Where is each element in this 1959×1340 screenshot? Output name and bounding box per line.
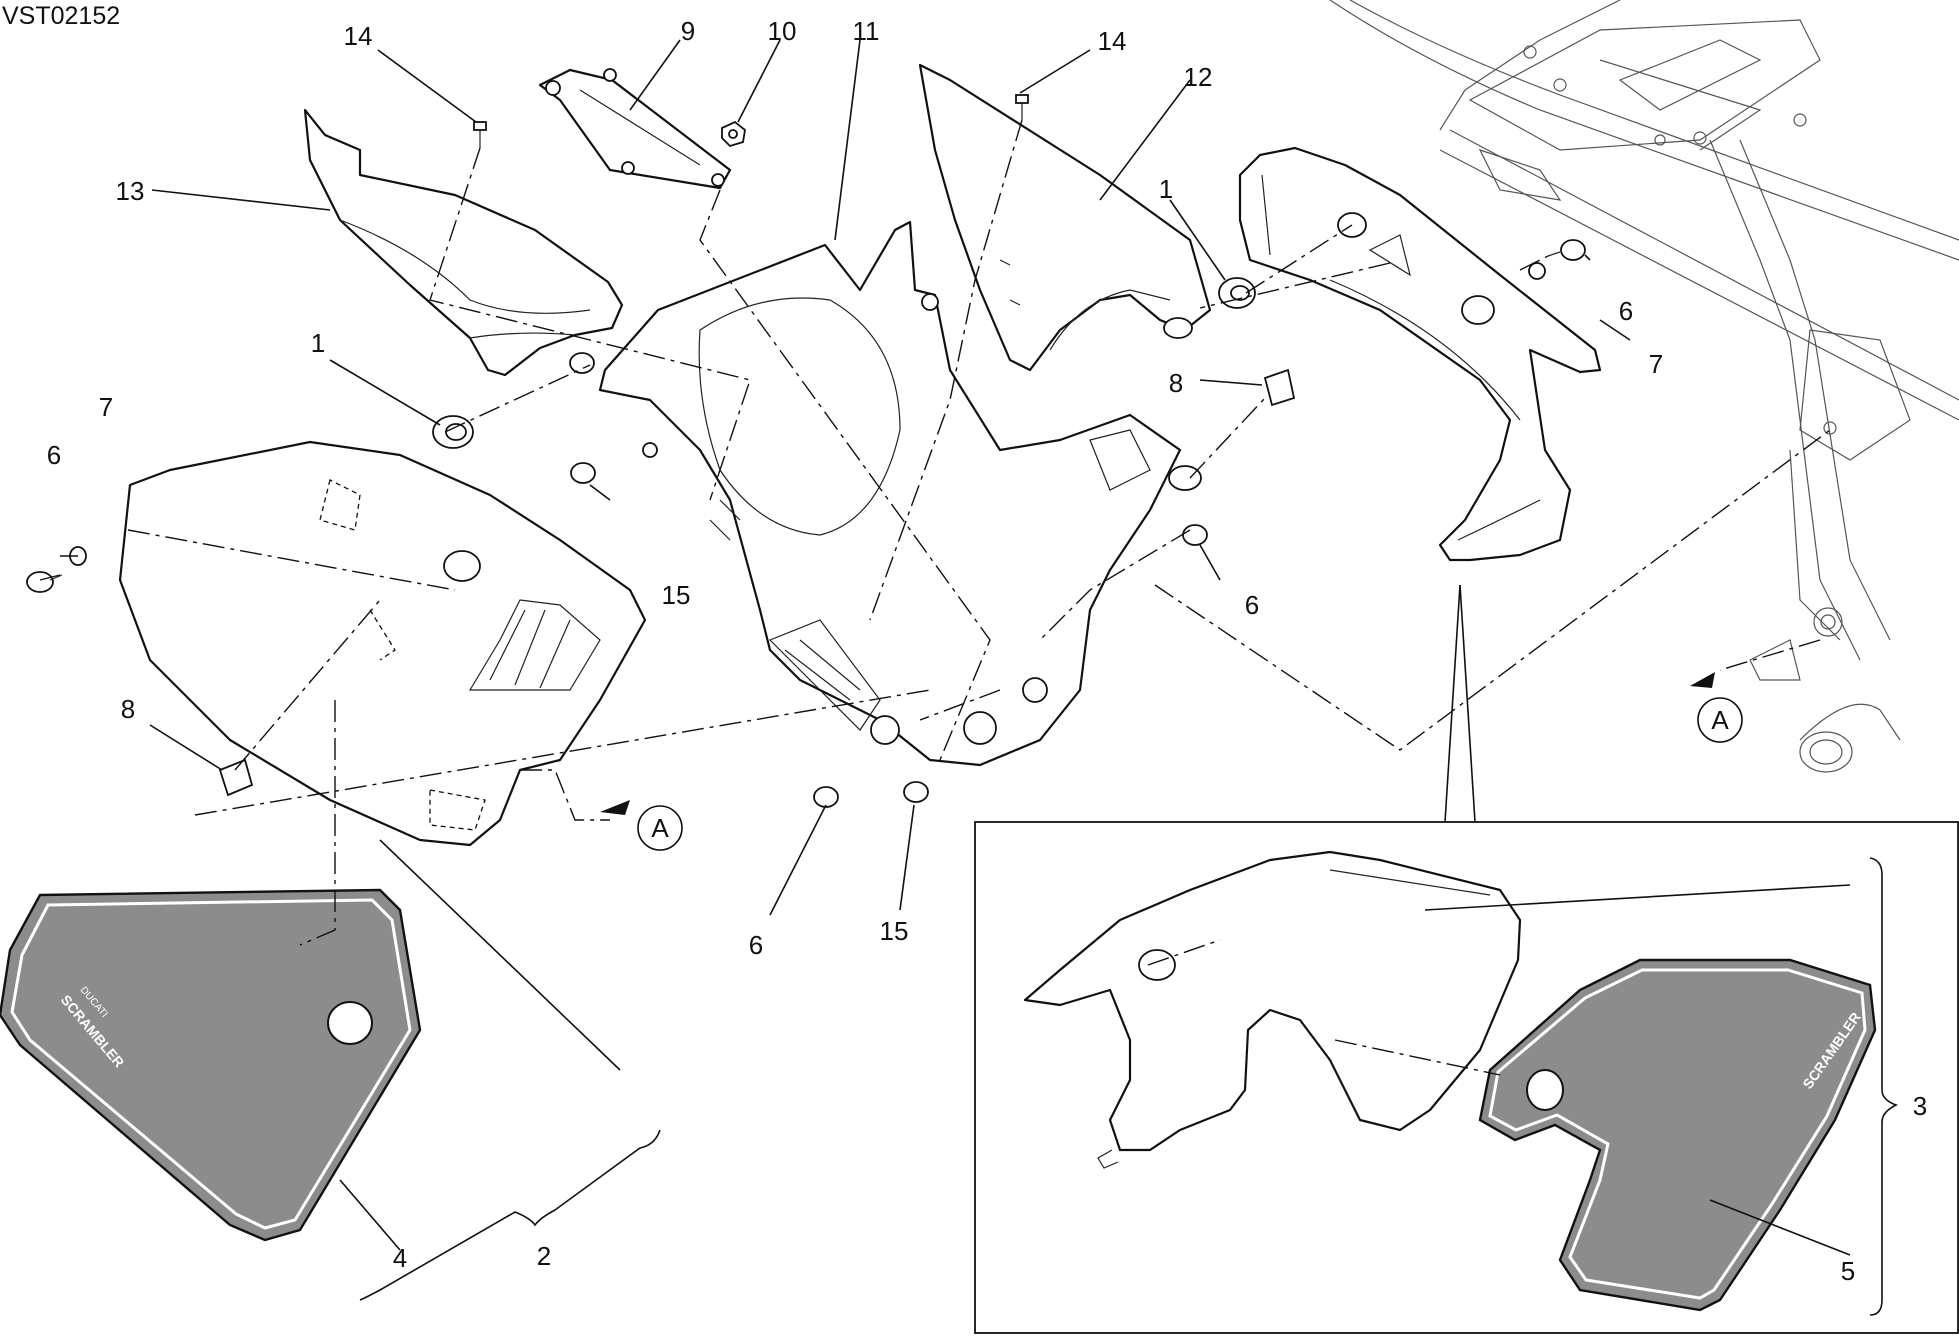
part-7-washer-right xyxy=(1528,262,1546,280)
part-6-screw-left xyxy=(26,571,63,593)
callout-6-left: 6 xyxy=(47,440,61,470)
callout-7-left: 7 xyxy=(99,392,113,422)
callout-15-bottom: 15 xyxy=(880,916,909,946)
part-13-upper-cover xyxy=(303,108,624,377)
part-15-screw-bottom xyxy=(903,781,929,803)
callout-6-right: 6 xyxy=(1619,296,1633,326)
frame-subframe xyxy=(1329,0,1959,773)
view-marker-left xyxy=(637,805,683,851)
callout-14-right: 14 xyxy=(1098,26,1127,56)
brace-part-2 xyxy=(359,1129,661,1301)
part-2-left-side-panel xyxy=(118,440,647,847)
view-marker-left-label: A xyxy=(651,813,669,843)
callout-15-left: 15 xyxy=(662,580,691,610)
inset-panel-assembly xyxy=(1023,850,1522,1169)
brace-part-3 xyxy=(1869,857,1899,1316)
callout-2: 2 xyxy=(537,1241,551,1271)
callout-13: 13 xyxy=(116,176,145,206)
part-14-screw-left xyxy=(473,121,487,148)
leader-lines xyxy=(149,39,1851,1256)
callout-6-bottom: 6 xyxy=(749,930,763,960)
part-1-grommet-right xyxy=(1218,277,1256,309)
view-arrow-right xyxy=(1690,672,1715,688)
callout-8-left: 8 xyxy=(121,694,135,724)
part-6-screw-right-top xyxy=(1547,239,1586,261)
part-9-bracket xyxy=(538,68,732,190)
callout-4: 4 xyxy=(393,1243,407,1273)
callout-8-right: 8 xyxy=(1169,368,1183,398)
drawing-code: VST02152 xyxy=(2,2,120,30)
view-arrow-left xyxy=(600,800,630,815)
callout-10: 10 xyxy=(768,16,797,46)
part-14-screw-right xyxy=(1015,94,1029,120)
callout-14-left: 14 xyxy=(344,21,373,51)
view-marker-right xyxy=(1697,697,1743,743)
callout-1-left: 1 xyxy=(311,328,325,358)
callout-5: 5 xyxy=(1841,1256,1855,1286)
part-8-clip-right xyxy=(1263,368,1296,407)
callout-11: 11 xyxy=(853,16,880,46)
callout-12: 12 xyxy=(1184,62,1213,92)
part-4-decal: SCRAMBLER DUCATI xyxy=(0,888,422,1242)
callout-3: 3 xyxy=(1913,1091,1927,1121)
part-10-nut xyxy=(721,120,746,148)
view-marker-right-label: A xyxy=(1711,705,1729,735)
part-11-center-cover xyxy=(598,220,1202,767)
right-side-panel xyxy=(1238,146,1602,562)
part-6-screw-bottom xyxy=(813,786,839,808)
callout-9: 9 xyxy=(681,16,695,46)
part-8-clip-left xyxy=(218,758,254,797)
callout-6-center: 6 xyxy=(1245,590,1259,620)
part-6-screw-center xyxy=(1182,524,1208,546)
callout-1-right: 1 xyxy=(1159,174,1173,204)
part-5-decal: SCRAMBLER xyxy=(1478,958,1877,1312)
assembly-lines xyxy=(39,119,1831,1076)
inset-frame xyxy=(974,821,1959,1334)
part-15-screw-left xyxy=(570,462,596,484)
part-12-side-panel xyxy=(918,63,1212,372)
part-1-grommet-left xyxy=(432,415,474,449)
callout-7-right: 7 xyxy=(1649,349,1663,379)
